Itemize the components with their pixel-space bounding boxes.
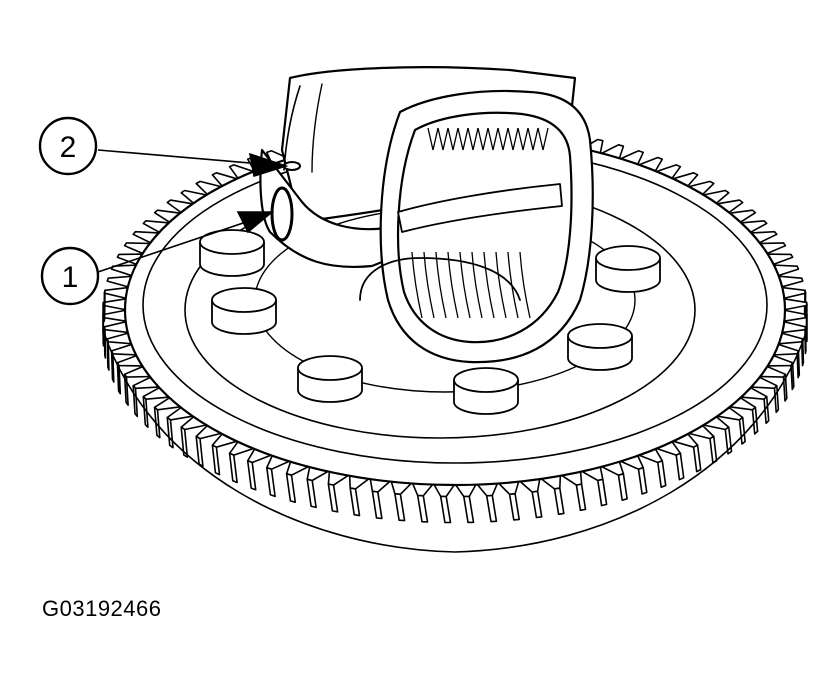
gear-tooth-flank (656, 459, 667, 489)
gear-tooth-flank (531, 490, 543, 519)
side-gear-tooth (507, 127, 519, 151)
gear-tooth-flank (804, 325, 807, 355)
gear-tooth-flank (800, 338, 805, 367)
gear-tooth-flank (211, 444, 221, 476)
gear-tooth-flank (116, 361, 122, 395)
callout-2-number: 2 (60, 131, 77, 164)
ring-gear-bolts (199, 229, 661, 415)
gear-tooth-flank (575, 483, 587, 512)
gear-tooth-flank (462, 495, 475, 524)
gear-tooth-flank (596, 478, 608, 507)
pinion-gear-tooth (507, 251, 519, 319)
side-gear-tooth (437, 127, 449, 151)
gear-tooth-flank (773, 384, 780, 414)
gear-tooth-flank (180, 426, 189, 459)
pinion-gear-tooth (435, 251, 447, 319)
gear-tooth-flank (763, 395, 770, 425)
gear-tooth-flank (416, 494, 429, 523)
leader-lines (97, 149, 289, 273)
bolt-head (211, 287, 277, 335)
gear-tooth-flank (228, 452, 238, 484)
gear-tooth-flank (142, 395, 149, 429)
side-gear-tooth (467, 127, 479, 151)
gear-tooth-flank (195, 435, 204, 468)
gear-tooth-flank (166, 416, 174, 449)
side-gear-tooth (427, 127, 439, 151)
pinion-gear-tooth (423, 251, 435, 319)
figure-id-label: G03192466 (42, 596, 162, 621)
gear-tooth-flank (790, 361, 795, 391)
gear-tooth-flank (265, 466, 276, 498)
gear-tooth-flank (153, 406, 161, 439)
pinion-gear-tooth (447, 251, 459, 319)
side-gear-tooth (497, 127, 509, 151)
pinion-gear-tooth (471, 251, 483, 319)
gear-tooth-flank (123, 373, 129, 407)
gear-tooth-flank (553, 487, 565, 516)
gear-tooth-flank (439, 495, 452, 524)
gear-tooth-flank (349, 487, 361, 517)
gear-rim-edge (102, 329, 808, 553)
bolt-head (199, 229, 265, 277)
gear-tooth-flank (508, 492, 521, 521)
side-gear-tooth (457, 127, 469, 151)
callout-1-number: 1 (62, 261, 79, 294)
pinion-gear-tooth (459, 251, 471, 319)
gear-tooth-flank (724, 426, 733, 455)
gear-tooth-flank (485, 494, 498, 523)
gear-tooth-flank (617, 472, 628, 502)
pinion-gear-tooth (411, 251, 423, 319)
gear-tooth-flank (327, 483, 339, 513)
gear-tooth-flank (675, 452, 685, 481)
gear-tooth-flank (637, 466, 648, 495)
callout-2: 2 (38, 116, 98, 176)
pinion-gear-tooth (495, 251, 507, 319)
side-gear-tooth (487, 127, 499, 151)
differential-case (259, 66, 594, 364)
pinion-gear-tooth (519, 251, 531, 319)
side-gear-tooth (477, 127, 489, 151)
gear-tooth-flank (371, 490, 383, 520)
o-ring-seal (270, 186, 294, 242)
gear-tooth-flank (246, 459, 257, 491)
side-gear-teeth (411, 127, 549, 319)
gear-tooth-flank (394, 492, 406, 522)
gear-tooth-flank (103, 289, 106, 323)
callout-1: 1 (40, 246, 100, 306)
gear-tooth-flank (709, 435, 718, 464)
gear-tooth-flank (738, 416, 746, 445)
side-gear-tooth (517, 127, 529, 151)
gear-tooth-flank (285, 472, 297, 504)
side-gear-tooth (537, 127, 549, 151)
gear-tooth-flank (306, 478, 317, 509)
gear-tooth-flank (106, 338, 110, 371)
bolt-head (567, 323, 633, 371)
gear-tooth-flank (692, 444, 702, 473)
bolt-head (595, 245, 661, 293)
bolt-head (453, 367, 519, 415)
gear-tooth-flank (132, 384, 139, 418)
bolt-head (297, 355, 363, 403)
gear-tooth-flank (751, 406, 759, 435)
pinion-gear-tooth (483, 251, 495, 319)
side-gear-tooth (447, 127, 459, 151)
gear-tooth-flank (103, 325, 107, 359)
side-gear-tooth (527, 127, 539, 151)
